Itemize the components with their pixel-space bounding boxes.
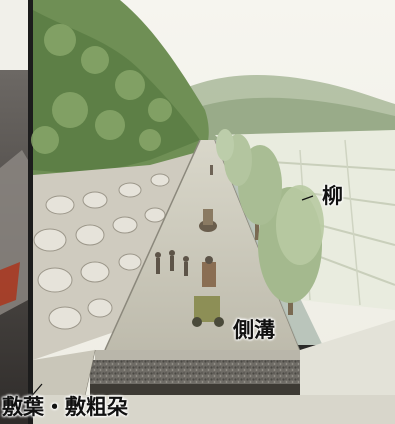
side-ditch-label: 側溝 [233, 318, 275, 342]
willow-label: 柳 [322, 184, 343, 208]
divider [28, 0, 33, 424]
main-illustration [29, 0, 395, 424]
willow-trees [216, 129, 324, 315]
left-photo-strip [0, 0, 28, 424]
travelers [155, 165, 224, 327]
bedding-label: 敷葉・敷粗朶 [2, 395, 128, 419]
